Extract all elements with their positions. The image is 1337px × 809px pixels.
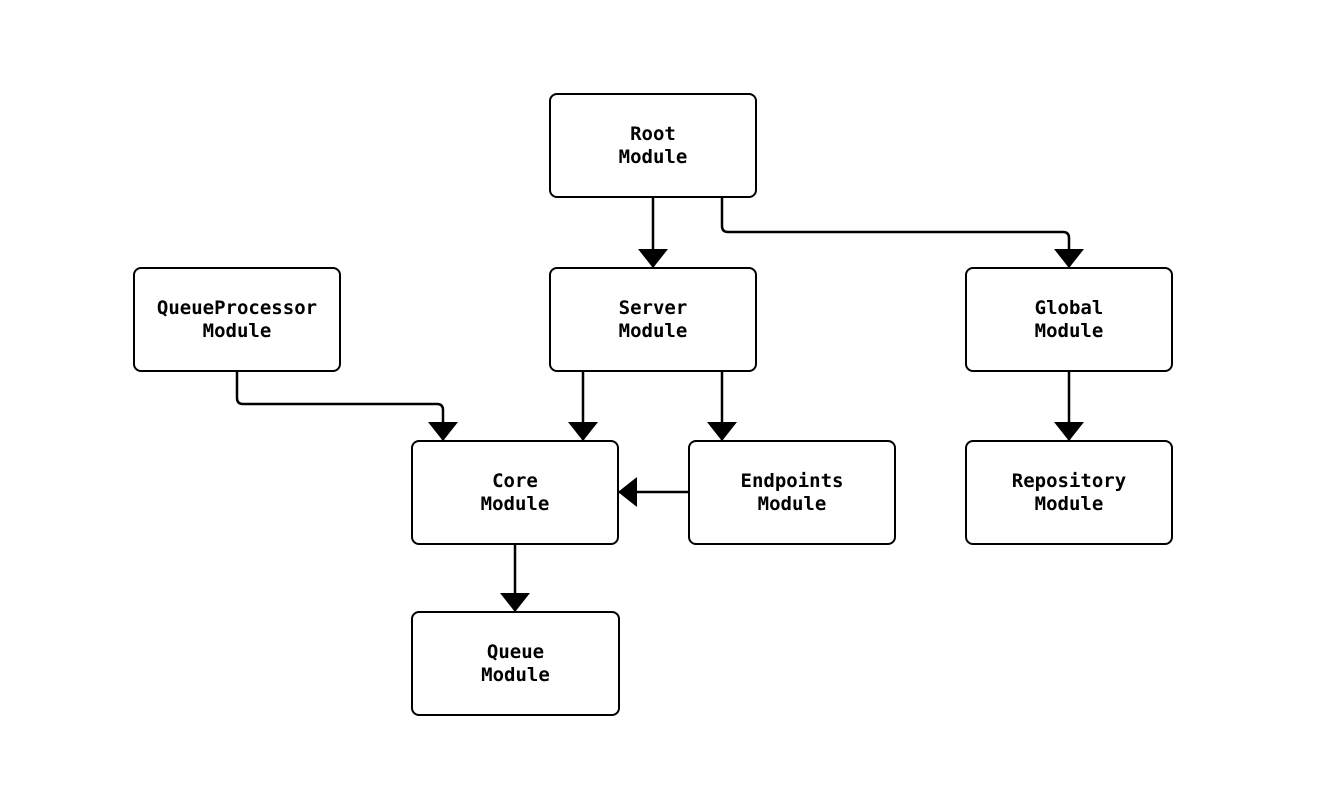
node-server-module: Server Module	[549, 267, 757, 372]
edge-root-to-global	[720, 198, 1084, 268]
node-repository-module: Repository Module	[965, 440, 1173, 545]
node-label-endpoints: Endpoints Module	[740, 469, 844, 515]
node-root-module: Root Module	[549, 93, 757, 198]
node-queueprocessor-module: QueueProcessor Module	[133, 267, 341, 372]
node-label-queue: Queue Module	[481, 640, 550, 686]
node-label-repository: Repository Module	[1011, 469, 1127, 515]
node-queue-module: Queue Module	[411, 611, 620, 716]
node-core-module: Core Module	[411, 440, 619, 545]
node-label-queueprocessor: QueueProcessor Module	[156, 296, 318, 342]
node-label-server: Server Module	[618, 296, 688, 342]
node-label-core: Core Module	[480, 469, 550, 515]
edge-queueprocessor-to-core	[235, 372, 458, 441]
node-global-module: Global Module	[965, 267, 1173, 372]
node-endpoints-module: Endpoints Module	[688, 440, 896, 545]
node-label-root: Root Module	[618, 122, 688, 168]
node-label-global: Global Module	[1034, 296, 1104, 342]
